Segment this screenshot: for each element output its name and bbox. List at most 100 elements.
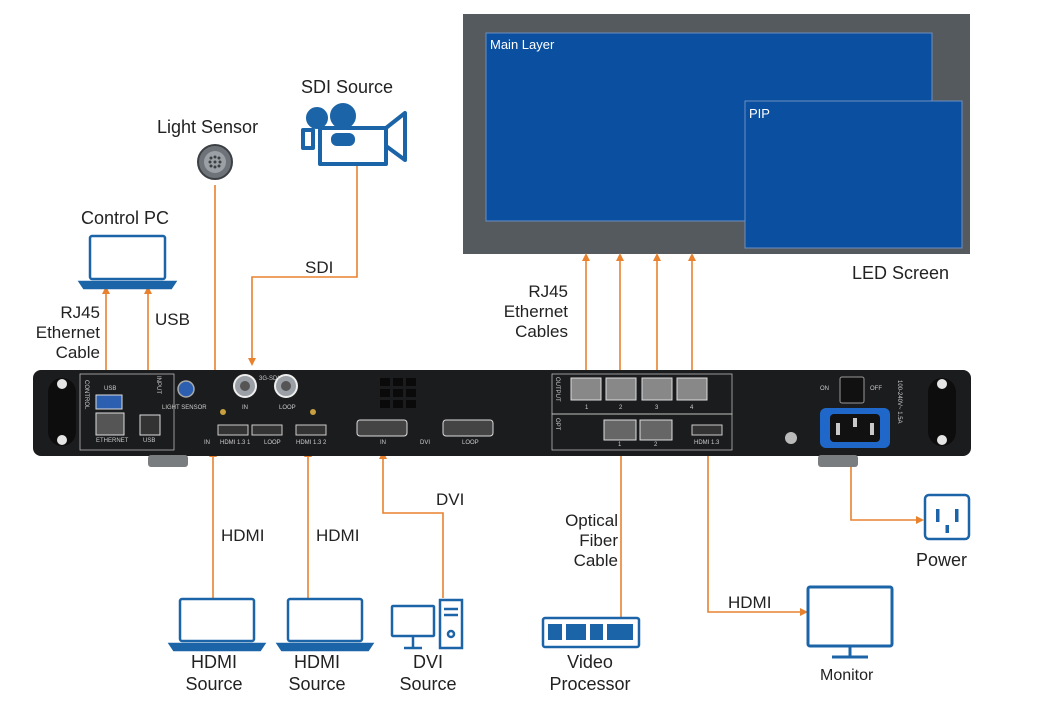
usb-a-port[interactable] [95,394,123,410]
vent-grille [380,378,416,408]
hdmi-source-1-laptop-icon [167,597,267,652]
rj45-control-line-3: Cable [55,343,100,362]
rj45-output-line-1: RJ45 [528,282,568,301]
sdi-cable-label: SDI [305,258,334,277]
led-screen [463,14,970,254]
panel-sdi-in-label: IN [242,405,248,411]
dvi-source-label: DVI Source [384,651,472,695]
rj45-control-line-1: RJ45 [60,303,100,322]
video-processor-line-2: Processor [549,674,631,694]
hdmi-monitor-cable [707,450,808,616]
hdmi-loop-port[interactable] [251,424,283,436]
video-processor-label: Video Processor [538,651,642,695]
panel-opt-label: OPT [554,418,560,431]
dvi-loop-port[interactable] [442,419,494,437]
video-processor-icon [541,616,641,649]
panel-control-label: CONTROL [83,380,89,410]
rj45-control-line-2: Ethernet [35,323,100,342]
hdmi-source-2-line-2: Source [288,674,346,694]
panel-dvi-label: DVI [420,440,431,446]
panel-usb-b-label: USB [143,438,156,444]
optical-line-1: Optical [565,511,618,530]
panel-off-label: OFF [870,386,882,392]
power-cable [850,446,924,524]
light-sensor-label: Light Sensor [157,117,259,137]
optical-cable-label: Optical Fiber Cable [530,511,618,571]
hdmi-source-1-line-2: Source [185,674,243,694]
main-layer-label: Main Layer [490,37,555,52]
hdmi-2-port[interactable] [295,424,327,436]
light-sensor-icon [197,144,233,180]
hdmi-source-2-line-1: HDMI [294,652,340,672]
panel-out-2-label: 2 [619,405,623,411]
output-port-3[interactable] [641,377,673,401]
power-label: Power [916,550,968,570]
panel-dvi-in-label: IN [380,440,386,446]
panel-opt-1-label: 1 [618,442,622,448]
panel-out-3-label: 3 [655,405,659,411]
video-camera-icon [301,103,407,166]
hdmi-out-port[interactable] [691,424,723,436]
monitor-icon [806,585,894,659]
rj45-control-label: RJ45 Ethernet Cable [14,303,100,363]
output-port-4[interactable] [676,377,708,401]
hdmi-in-port[interactable] [217,424,249,436]
optical-line-3: Cable [573,551,618,570]
panel-usb-top-label: USB [104,386,117,392]
hdmi-source-1-line-1: HDMI [191,652,237,672]
power-outlet-icon [923,493,971,541]
panel-sdi-loop-label: LOOP [279,405,296,411]
device-chassis [33,370,971,467]
panel-hdmi13-1-label: HDMI 1.3 1 [220,440,251,446]
ground-screw [785,432,797,444]
light-sensor-port[interactable] [177,380,195,398]
panel-light-sensor-label: LIGHT SENSOR [162,405,207,411]
panel-dvi-loop-label: LOOP [462,440,479,446]
panel-out-4-label: 4 [690,405,694,411]
video-processor-line-1: Video [567,652,613,672]
power-switch[interactable] [839,376,865,404]
ethernet-port[interactable] [95,412,125,436]
panel-input-label: INPUT [155,376,161,394]
sdi-cable [248,165,358,366]
desktop-computer-icon [390,598,464,650]
hdmi-monitor-cable-label: HDMI [728,593,772,612]
panel-hdmi-out-label: HDMI 1.3 [694,440,720,446]
dvi-source-line-1: DVI [412,652,443,672]
panel-hdmi13-2-label: HDMI 1.3 2 [296,440,327,446]
output-port-1[interactable] [570,377,602,401]
hdmi-source-2-label: HDMI Source [273,651,361,695]
panel-on-label: ON [820,386,829,392]
panel-opt-2-label: 2 [654,442,658,448]
usb-b-port[interactable] [139,414,161,436]
hdmi-source-2-laptop-icon [275,597,375,652]
rj45-output-line-3: Cables [515,322,568,341]
hdmi-cable-2-label: HDMI [316,526,360,545]
panel-output-label: OUTPUT [554,377,560,402]
dvi-cable-label: DVI [436,490,465,509]
panel-power-spec-label: 100-240V~ 1.5A [896,380,902,424]
output-port-2[interactable] [605,377,637,401]
usb-cable-label: USB [155,310,190,329]
pip-label: PIP [749,106,770,121]
hdmi-cable-1-label: HDMI [221,526,265,545]
rj45-output-label: RJ45 Ethernet Cables [480,282,568,342]
light-sensor-cable [193,185,216,390]
hdmi-source-1-label: HDMI Source [170,651,258,695]
led-screen-label: LED Screen [852,263,950,283]
panel-out-1-label: 1 [585,405,589,411]
rj45-output-line-2: Ethernet [503,302,568,321]
opt-port-1[interactable] [603,419,637,441]
sdi-source-label: SDI Source [301,77,394,97]
control-pc-label: Control PC [81,208,170,228]
pip-layer [744,100,963,249]
dvi-in-port[interactable] [356,419,408,437]
panel-ethernet-label: ETHERNET [96,438,129,444]
dvi-cable [379,451,444,598]
panel-hdmi-in-label: IN [204,440,210,446]
control-pc-laptop-icon [77,234,178,290]
opt-port-2[interactable] [639,419,673,441]
monitor-label: Monitor [820,667,874,684]
optical-line-2: Fiber [579,531,618,550]
